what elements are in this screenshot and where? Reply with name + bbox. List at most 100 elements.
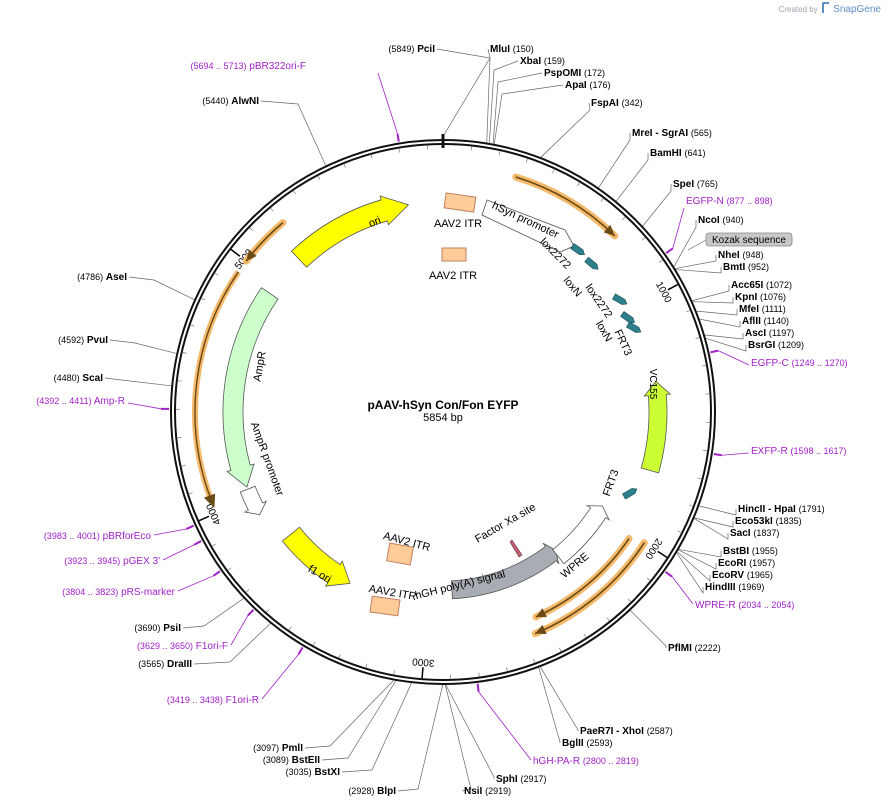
primer-label: (4392 .. 4411) Amp-R — [36, 396, 125, 407]
site-name: PflMI — [668, 643, 692, 654]
minor-tick — [686, 310, 691, 313]
minor-tick — [697, 477, 702, 480]
primer-leader — [672, 207, 685, 249]
site-name: BstEII — [292, 755, 321, 766]
site-name: PmlI — [282, 743, 303, 754]
site-name: HincII - HpaI — [738, 504, 796, 515]
tick-label: 3000 — [411, 655, 434, 668]
site-leader-line — [692, 297, 734, 304]
site-name: KpnI — [735, 292, 757, 303]
site-label: BmtI (952) — [723, 262, 769, 273]
site-position: (4592) — [58, 335, 84, 345]
frt3-label-bottom: FRT3 — [601, 468, 622, 498]
site-name: HindIII — [705, 582, 736, 593]
site-name: BamHI — [650, 148, 682, 159]
site-name: ScaI — [82, 373, 103, 384]
minor-tick — [703, 450, 708, 452]
wpre-orf-arrow-outer-head — [535, 624, 547, 634]
site-label: AflII (1140) — [742, 316, 789, 327]
plasmid-backbone — [170, 134, 716, 685]
kozak-box — [705, 232, 793, 247]
site-leader-line — [616, 153, 649, 202]
wpre-feature-band — [552, 505, 611, 565]
site-label: SpeI (765) — [673, 179, 718, 190]
tick-label: 1000 — [653, 280, 673, 305]
minor-tick — [293, 190, 296, 195]
primer-mark — [247, 609, 255, 617]
primer-range: (5694 .. 5713) — [190, 61, 246, 71]
site-name: AflII — [742, 316, 761, 327]
site-position: (2919) — [485, 786, 511, 796]
primer-name: pBR322ori-F — [249, 61, 306, 72]
recombination-site-arrow — [620, 311, 635, 324]
site-name: ApaI — [565, 80, 587, 91]
site-name: NheI — [718, 250, 740, 261]
site-label: SacI (1837) — [730, 528, 779, 539]
site-label: (3690) PsiI — [134, 623, 181, 634]
site-position: (150) — [513, 44, 534, 54]
site-leader-line — [694, 518, 729, 540]
site-leader-line — [486, 48, 491, 143]
minor-tick — [688, 504, 693, 507]
amp-orf-line — [194, 271, 239, 501]
minor-tick — [695, 337, 700, 339]
primer-name: pGEX 3' — [123, 556, 160, 567]
primer-mark — [185, 524, 195, 530]
site-position: (1791) — [799, 504, 825, 514]
site-leader-line — [704, 333, 744, 340]
primer-label: (3923 .. 3945) pGEX 3' — [64, 556, 160, 567]
site-leader-line — [540, 666, 579, 731]
primer-range: (3983 .. 4001) — [44, 531, 100, 541]
site-name: FspAI — [591, 98, 619, 109]
major-tick — [421, 667, 424, 679]
site-leader-line — [642, 184, 672, 227]
site-name: BmtI — [723, 262, 745, 273]
primer-leader — [127, 402, 162, 410]
site-leader-line — [397, 684, 444, 792]
site-name: AscI — [745, 328, 766, 339]
primer-range: (3419 .. 3438) — [167, 695, 223, 705]
site-leader-line — [677, 551, 711, 582]
site-position: (1072) — [766, 280, 792, 290]
site-label: PflMI (2222) — [668, 643, 721, 654]
site-name: MfeI — [739, 304, 759, 315]
site-label: MfeI (1111) — [739, 304, 786, 315]
lox2272-label-2: lox2272 — [582, 282, 614, 320]
primer-leader — [721, 452, 750, 456]
minor-tick — [600, 198, 604, 202]
site-label: BglII (2593) — [562, 738, 612, 749]
site-position: (940) — [722, 215, 743, 225]
primer-mark — [396, 133, 400, 142]
site-label: Acc65I (1072) — [731, 280, 792, 291]
primer-mark — [212, 570, 221, 577]
f1-ori-feature-arrow — [281, 526, 351, 587]
primer-name: WPRE-R — [695, 600, 736, 611]
minor-tick — [338, 654, 341, 659]
recombination-site-arrow — [626, 321, 642, 333]
site-leader-line — [694, 517, 734, 528]
site-leader-line — [675, 255, 717, 269]
minor-tick — [677, 530, 682, 533]
recombination-site-arrow — [622, 488, 638, 500]
major-tick — [198, 515, 210, 522]
minor-tick — [188, 492, 193, 495]
site-position: (3690) — [134, 623, 160, 633]
site-position: (1955) — [752, 546, 778, 556]
site-position: (1209) — [778, 340, 804, 350]
site-position: (948) — [742, 250, 763, 260]
site-label: ApaI (176) — [565, 80, 610, 91]
primer-name: pBRforEco — [103, 531, 152, 542]
site-position: (1835) — [776, 516, 802, 526]
primer-label: EXFP-R (1598 .. 1617) — [751, 446, 847, 457]
site-name: AlwNI — [231, 96, 259, 107]
site-position: (2593) — [586, 738, 612, 748]
site-position: (3097) — [253, 743, 279, 753]
site-position: (3089) — [263, 755, 289, 765]
site-position: (342) — [622, 98, 643, 108]
site-name: SacI — [730, 528, 751, 539]
site-name: EcoRV — [712, 570, 744, 581]
site-name: SpeI — [673, 179, 694, 190]
primer-leader — [162, 544, 195, 561]
site-label: EcoRI (1957) — [718, 558, 775, 569]
site-position: (1965) — [747, 570, 773, 580]
